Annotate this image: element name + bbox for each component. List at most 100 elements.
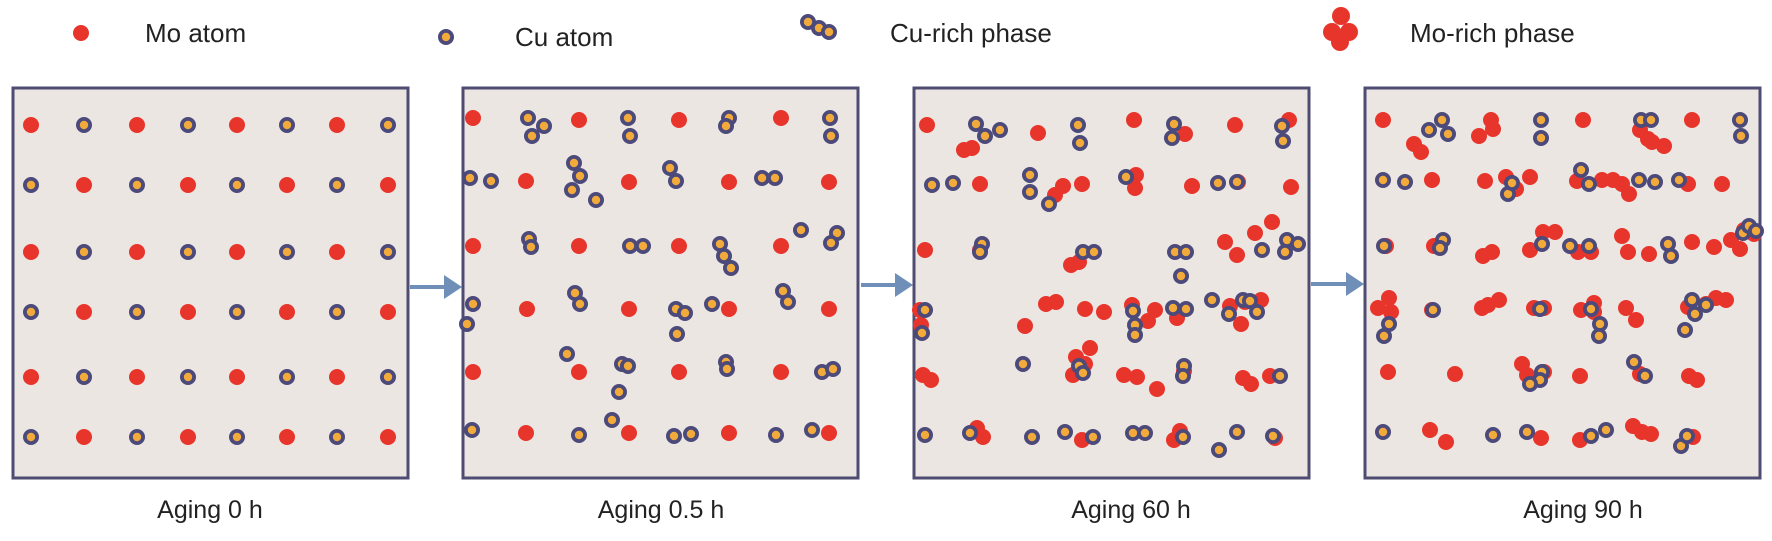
cu-atom [723,260,739,276]
cu-atom [465,296,481,312]
mo-atom [1535,224,1551,240]
mo-atom [180,429,196,445]
panel-aging-0-5h: Aging 0.5 h [459,86,860,524]
cu-atom [1532,301,1548,317]
cu-atom [1522,376,1538,392]
cu-atom [1125,425,1141,441]
cu-atom [380,244,396,260]
cu-atom [1440,126,1456,142]
mo-atom [1689,372,1705,388]
mo-atom [129,369,145,385]
cu-atom [683,426,699,442]
cu-atom [23,429,39,445]
legend-label-mo-rich-phase: Mo-rich phase [1410,18,1575,48]
cu-atom [754,170,770,186]
cu-atom [1643,112,1659,128]
cu-atom [1631,172,1647,188]
cu-atom [1562,238,1578,254]
mo-atom [329,117,345,133]
mo-atom [129,244,145,260]
mo-atom [671,238,687,254]
cu-atom [1275,133,1291,149]
cu-atom [1277,244,1293,260]
cu-atom [229,177,245,193]
mo-atom [1684,234,1700,250]
cu-atom [804,422,820,438]
mo-atom [671,364,687,380]
cu-atom [279,369,295,385]
mo-atom [129,117,145,133]
mo-atom [1127,180,1143,196]
cu-atom [572,296,588,312]
mo-atom [1370,300,1386,316]
mo-atom [1082,340,1098,356]
cu-atom [129,429,145,445]
mo-atom [1227,117,1243,133]
cu-atom [1164,130,1180,146]
mo-atom [1684,112,1700,128]
cu-atom [1127,327,1143,343]
cu-atom [1272,368,1288,384]
mo-atom [465,238,481,254]
mo-atom [279,177,295,193]
cu-atom [229,429,245,445]
arrow-1 [410,275,462,299]
cu-atom [1249,304,1265,320]
mo-atom [23,244,39,260]
cu-atom [1687,306,1703,322]
cu-atom [962,425,978,441]
cu-atom [1381,316,1397,332]
mo-atom [1614,228,1630,244]
cu-atom [1265,428,1281,444]
cu-atom [459,316,475,332]
cu-atom [1376,328,1392,344]
mo-atom [1718,292,1734,308]
mo-atom [329,244,345,260]
cu-atom [1229,424,1245,440]
cu-atom [977,128,993,144]
cu-atom [716,248,732,264]
cu-atom [180,244,196,260]
mo-atom [972,176,988,192]
cu-atom [566,155,582,171]
mo-atom [1126,112,1142,128]
cu-atom [520,110,536,126]
mo-atom [621,301,637,317]
cu-atom [1673,438,1689,454]
mo-atom [465,110,481,126]
panel-aging-90h: Aging 90 h [1363,86,1764,524]
cu-atom [611,384,627,400]
legend-cu-rich-phase: Cu-rich phase [800,14,1052,48]
mo-atom [1628,312,1644,328]
mo-atom [1243,376,1259,392]
cu-atom [1024,429,1040,445]
mo-atom [1383,304,1399,320]
mo-atom [1413,144,1429,160]
cu-atom [823,128,839,144]
mo-atom [1283,179,1299,195]
mo-atom [1077,301,1093,317]
legend-mo-atom: Mo atom [73,18,246,48]
mo-atom [1522,169,1538,185]
cu-atom [1085,429,1101,445]
cu-atom [559,346,575,362]
cu-atom [622,128,638,144]
mo-atom [380,429,396,445]
cu-atom [1015,356,1031,372]
cu-atom [1375,172,1391,188]
cu-atom [1254,242,1270,258]
mo-atom [519,301,535,317]
mo-atom [1074,176,1090,192]
panel-frame [11,86,410,480]
cu-atom [76,369,92,385]
cu-atom [1072,135,1088,151]
mo-atom [229,244,245,260]
mo-atom [821,425,837,441]
cu-atom [1118,169,1134,185]
cu-atom [1581,176,1597,192]
mo-atom [1247,225,1263,241]
mo-atom [721,301,737,317]
cu-atom [483,173,499,189]
mo-atom [1438,434,1454,450]
mo-atom [917,242,933,258]
